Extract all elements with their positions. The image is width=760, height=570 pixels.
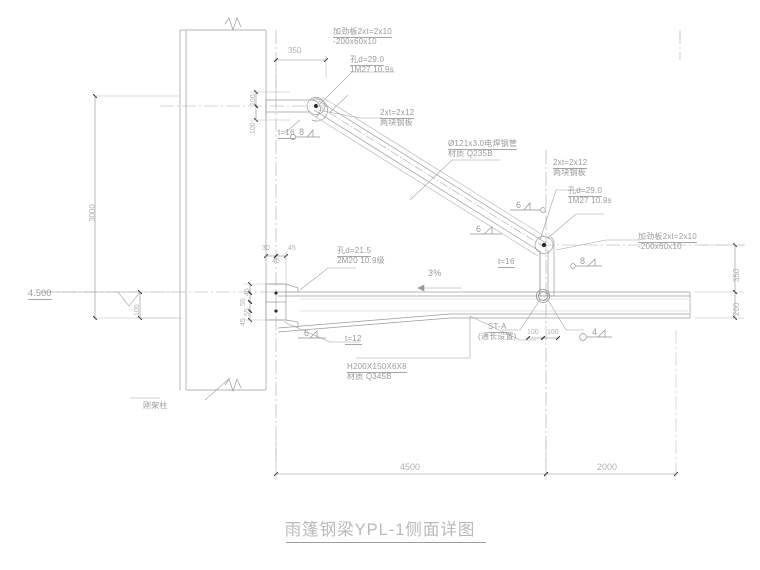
weld-symbol-brace-lower: [470, 226, 502, 235]
weld-size-brace-upper: 6: [516, 200, 522, 210]
weld-size-beam-bottom: 6: [304, 328, 310, 338]
dim-55-gauge-2: 55: [240, 298, 247, 306]
dim-100-purlin-2: 100: [547, 329, 559, 336]
purlin-section: [535, 288, 551, 304]
cantilever-beam: [277, 291, 691, 333]
beam-section-note: H200X150X6X8 材质 Q345B: [347, 362, 407, 381]
dim-45-gauge-4: 45: [240, 318, 247, 326]
axis-lines: [40, 30, 745, 470]
weld-size-purlin: 4: [592, 327, 598, 337]
purlin-note: ST-A (通长设置): [478, 322, 517, 341]
dim-2000-span: 2000: [597, 462, 618, 472]
dim-4500-span: 4500: [400, 462, 421, 472]
top-gusset-plate: [265, 97, 328, 122]
weld-symbol-brace-upper: [510, 202, 546, 213]
endplate-hole-note: 孔d=21.5 2M20 10.9级: [337, 246, 385, 265]
column-label: 刚架柱: [143, 401, 168, 410]
bottom-gusset-plate: [534, 236, 555, 297]
vertical-post: [539, 250, 549, 296]
gusset-bottom-note: 2xt=2x12 两块钢板: [553, 158, 588, 177]
dim-30-endplate: 30: [262, 245, 270, 252]
beam-label-leader: [356, 316, 471, 359]
slope-label: 3%: [428, 268, 442, 278]
end-plate-connection: [265, 283, 299, 328]
diagonal-tube-brace: [310, 96, 550, 257]
dim-3000-height: 3000: [88, 204, 97, 222]
dim-200-right: 200: [732, 302, 741, 316]
weld-symbol-beam-bottom: [298, 330, 326, 339]
dim-45-endplate-b: 45: [272, 258, 280, 265]
weld-size-top-column: 8: [299, 127, 305, 137]
dim-100-purlin-1: 100: [527, 329, 539, 336]
plate-thickness-t16-bottom: t=16: [498, 257, 515, 268]
weld-symbol-purlin: [579, 329, 612, 341]
hole-bottom-note: 孔d=29.0 1M27 10.9s: [568, 186, 612, 205]
dim-100-plate-b: 100: [250, 122, 257, 134]
stiffener-top-note: 加劲板2xt=2x10 -200x60x10: [333, 27, 392, 46]
weld-symbol-post-right: [570, 258, 602, 269]
dim-45-gauge-1: 45: [244, 288, 251, 296]
drawing-title: 雨篷钢梁YPL-1侧面详图: [284, 521, 476, 539]
weld-symbols: [290, 129, 612, 341]
dim-350-right: 350: [732, 268, 741, 282]
column-geometry: [179, 17, 267, 393]
weld-size-brace-lower: 6: [476, 224, 482, 234]
weld-symbol-top-column: [290, 129, 320, 140]
stiffener-bottom-note: 加劲板2xt=2x10 -200x60x10: [638, 232, 697, 251]
dim-100-plate-a: 100: [250, 94, 257, 106]
elevation-marker-label: 4.500: [28, 288, 52, 300]
hole-top-note: 孔d=29.0 1M27 10.9s: [350, 55, 394, 74]
dim-100-base-offset: 100: [134, 304, 141, 316]
plate-thickness-t12: t=12: [345, 334, 362, 345]
leader-lines: [40, 71, 640, 401]
tube-note: Ø121x3.0电焊钢管 材质 Q235B: [448, 139, 518, 158]
gusset-top-note: 2xt=2x12 两块钢板: [380, 108, 415, 127]
title-underline: [286, 542, 486, 543]
dim-55-gauge-3: 55: [244, 308, 251, 316]
dim-350-top: 350: [288, 46, 302, 55]
weld-size-post-right: 8: [580, 256, 586, 266]
slope-arrow: [417, 284, 462, 292]
plate-thickness-t16-top: t=16: [278, 128, 295, 139]
dim-45-endplate-a: 45: [288, 245, 296, 252]
dimension-lines: [92, 56, 744, 480]
